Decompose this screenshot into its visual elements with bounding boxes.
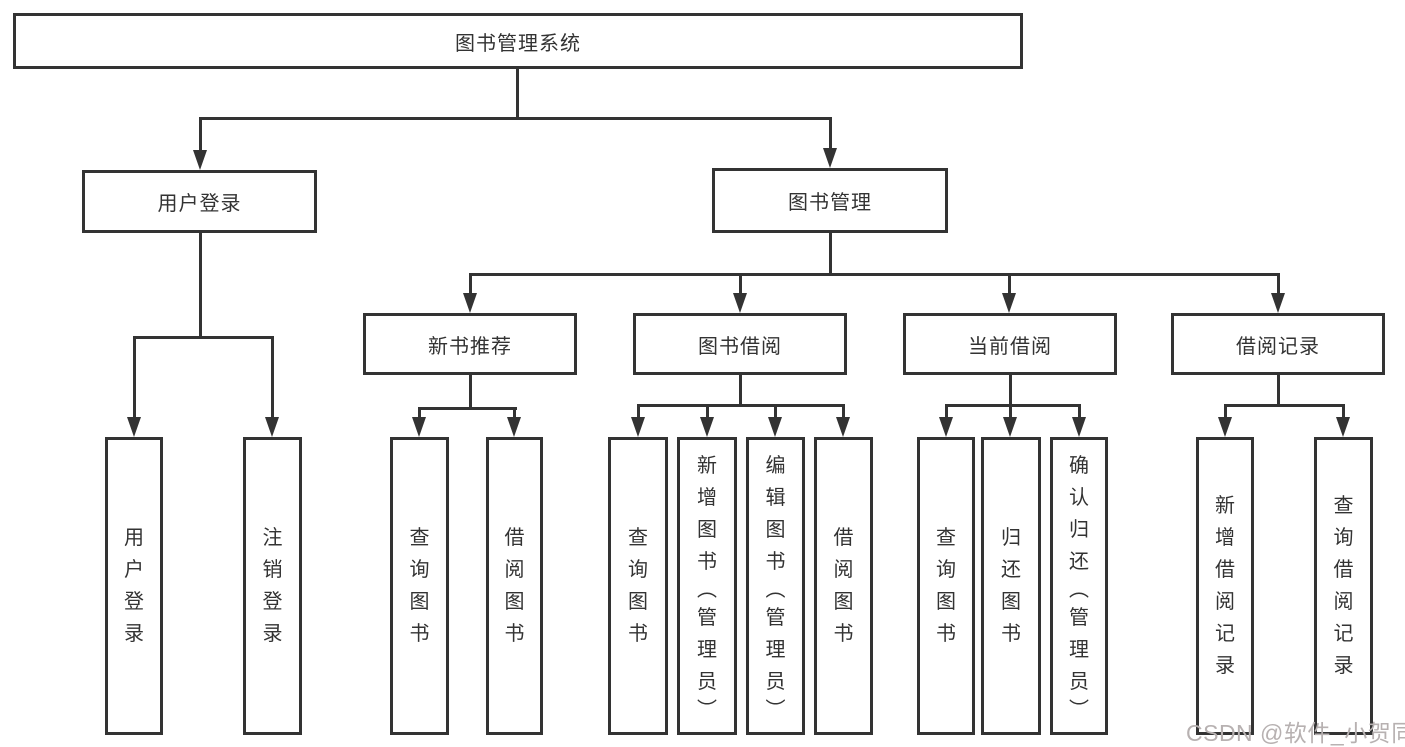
arrowhead <box>823 148 837 168</box>
leaf-borrowing-edit-books-admin: 编辑图书︵管理员︶ <box>746 437 805 735</box>
arrowhead <box>836 417 850 437</box>
leaf-recommend-borrow-books: 借阅图书 <box>486 437 543 735</box>
node-borrowing-records: 借阅记录 <box>1171 313 1385 375</box>
arrowhead <box>700 417 714 437</box>
arrowhead <box>127 417 141 437</box>
leaf-current-query-books-label: 查询图书 <box>936 527 956 645</box>
connector-line <box>199 117 832 120</box>
connector-line <box>133 336 274 339</box>
leaf-borrowing-query-books: 查询图书 <box>608 437 668 735</box>
watermark-text: CSDN @软件_小贺同学 <box>1186 720 1405 746</box>
connector-line <box>1009 375 1012 407</box>
connector-line <box>1009 404 1012 419</box>
connector-line <box>516 68 519 120</box>
arrowhead <box>733 293 747 313</box>
leaf-borrowing-borrow-books-label: 借阅图书 <box>833 527 854 645</box>
leaf-recommend-query-books: 查询图书 <box>390 437 449 735</box>
leaf-records-query-record: 查询借阅记录 <box>1314 437 1373 735</box>
connector-line <box>418 407 421 421</box>
connector-line <box>469 273 1280 276</box>
node-user-login-label: 用户登录 <box>157 193 242 215</box>
leaf-borrowing-add-books-admin: 新增图书︵管理员︶ <box>677 437 737 735</box>
connector-line <box>829 117 832 151</box>
connector-line <box>945 404 948 419</box>
leaf-current-confirm-return-admin: 确认归还︵管理员︶ <box>1050 437 1108 735</box>
node-book-management-label: 图书管理 <box>788 192 872 214</box>
arrowhead <box>412 417 426 437</box>
leaf-borrowing-edit-books-admin-label: 编辑图书︵管理员︶ <box>765 455 786 721</box>
leaf-logout-label: 注销登录 <box>262 527 283 645</box>
connector-line <box>1277 375 1280 407</box>
connector-line <box>637 404 640 419</box>
arrowhead <box>507 417 521 437</box>
leaf-recommend-borrow-books-label: 借阅图书 <box>504 527 525 645</box>
node-user-login: 用户登录 <box>82 170 317 233</box>
node-book-borrowing-label: 图书借阅 <box>698 335 782 358</box>
node-new-book-recommend-label: 新书推荐 <box>428 335 512 358</box>
connector-line <box>271 336 274 419</box>
connector-line <box>706 404 709 419</box>
node-borrowing-records-label: 借阅记录 <box>1236 335 1320 358</box>
node-new-book-recommend: 新书推荐 <box>363 313 577 375</box>
leaf-borrowing-query-books-label: 查询图书 <box>628 527 648 645</box>
arrowhead <box>939 417 953 437</box>
connector-line <box>1342 404 1345 419</box>
connector-line <box>1008 273 1011 295</box>
leaf-current-return-books: 归还图书 <box>981 437 1041 735</box>
connector-line <box>842 404 845 419</box>
arrowhead <box>265 417 279 437</box>
arrowhead <box>463 293 477 313</box>
node-root-label: 图书管理系统 <box>455 32 581 55</box>
leaf-borrowing-borrow-books: 借阅图书 <box>814 437 873 735</box>
node-book-management: 图书管理 <box>712 168 948 233</box>
leaf-user-login: 用户登录 <box>105 437 163 735</box>
arrowhead <box>1271 293 1285 313</box>
leaf-records-add-record: 新增借阅记录 <box>1196 437 1254 735</box>
node-book-borrowing: 图书借阅 <box>633 313 847 375</box>
connector-line <box>1078 404 1081 419</box>
leaf-records-query-record-label: 查询借阅记录 <box>1333 495 1354 677</box>
arrowhead <box>1002 293 1016 313</box>
arrowhead <box>768 417 782 437</box>
connector-line <box>774 404 777 419</box>
arrowhead <box>1218 417 1232 437</box>
arrowhead <box>193 150 207 170</box>
connector-line <box>1277 273 1280 295</box>
leaf-recommend-query-books-label: 查询图书 <box>409 527 430 645</box>
leaf-logout: 注销登录 <box>243 437 302 735</box>
node-current-borrowing-label: 当前借阅 <box>968 335 1052 358</box>
connector-line <box>945 404 1081 407</box>
connector-line <box>1224 404 1227 419</box>
node-root: 图书管理系统 <box>13 13 1023 69</box>
arrowhead <box>1072 417 1086 437</box>
node-current-borrowing: 当前借阅 <box>903 313 1117 375</box>
arrowhead <box>631 417 645 437</box>
connector-line <box>1224 404 1345 407</box>
connector-line <box>418 407 517 410</box>
leaf-current-confirm-return-admin-label: 确认归还︵管理员︶ <box>1069 455 1089 721</box>
connector-line <box>637 404 845 407</box>
connector-line <box>513 407 516 421</box>
connector-line <box>469 273 472 295</box>
leaf-borrowing-add-books-admin-label: 新增图书︵管理员︶ <box>697 455 717 721</box>
connector-line <box>133 336 136 419</box>
arrowhead <box>1003 417 1017 437</box>
leaf-current-return-books-label: 归还图书 <box>1001 527 1021 645</box>
leaf-user-login-label: 用户登录 <box>124 527 144 645</box>
leaf-current-query-books: 查询图书 <box>917 437 975 735</box>
arrowhead <box>1336 417 1350 437</box>
connector-line <box>469 375 472 410</box>
leaf-records-add-record-label: 新增借阅记录 <box>1215 495 1235 677</box>
connector-line <box>199 117 202 153</box>
connector-line <box>739 375 742 407</box>
connector-line <box>829 233 832 276</box>
connector-line <box>199 233 202 339</box>
connector-line <box>739 273 742 295</box>
